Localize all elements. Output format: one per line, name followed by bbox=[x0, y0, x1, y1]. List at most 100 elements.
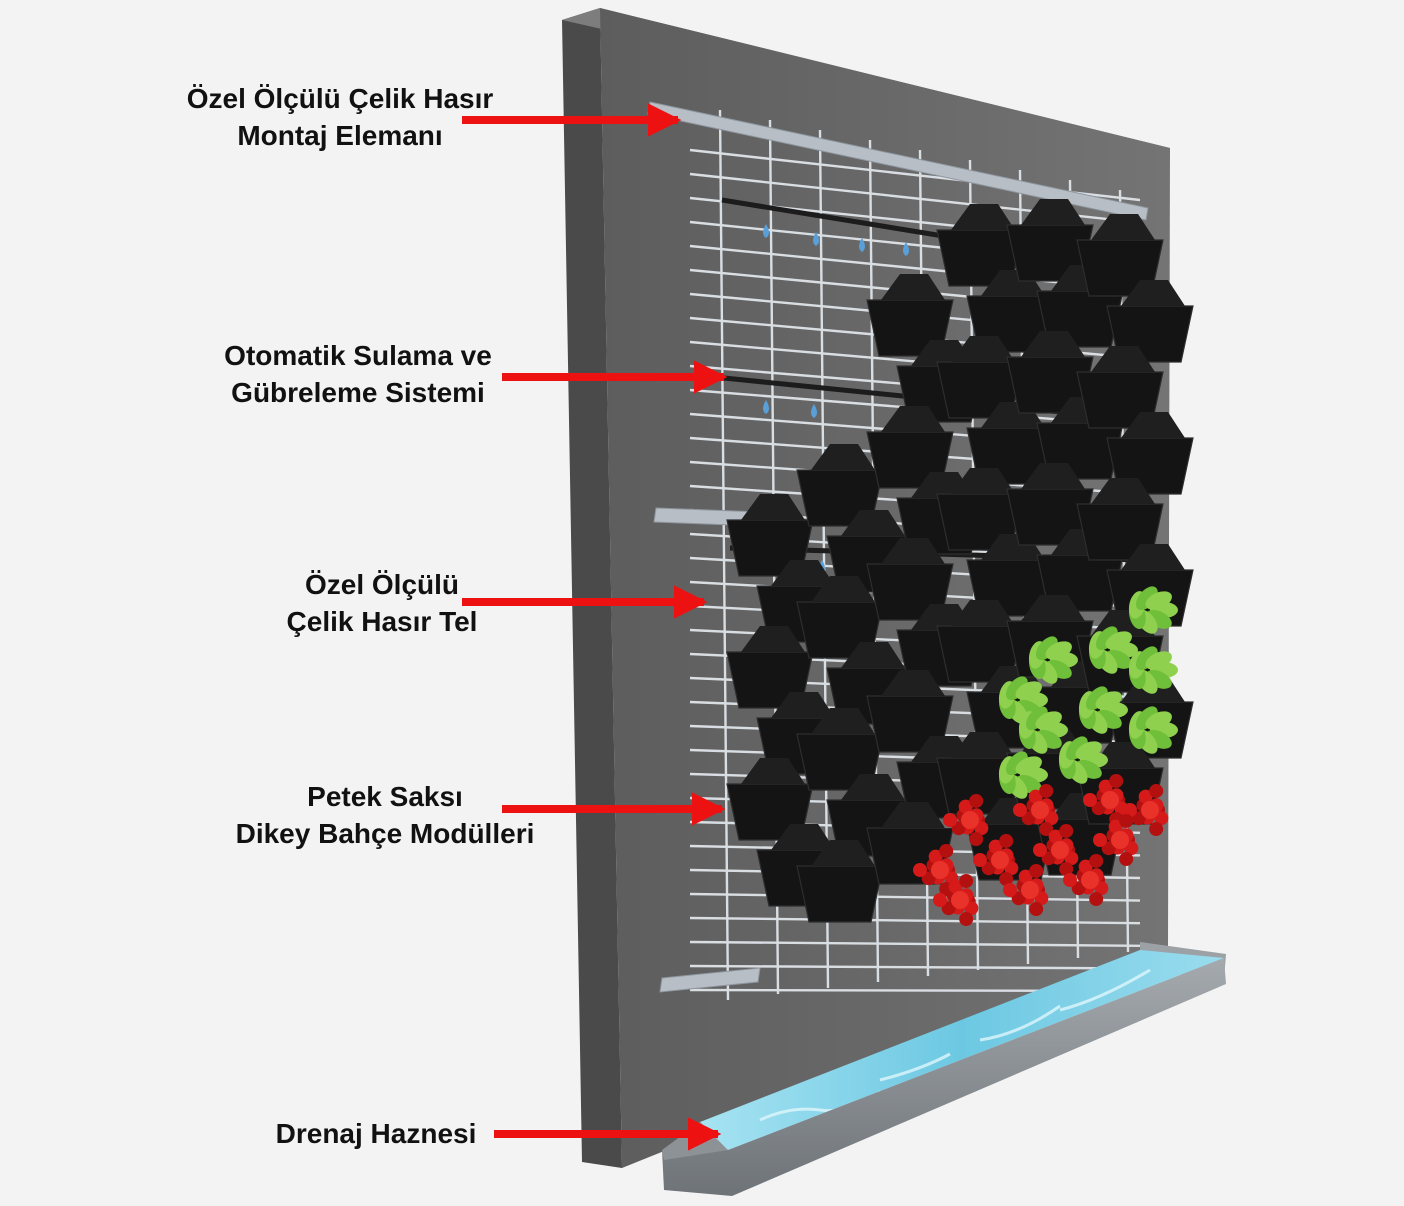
water-drop-icon bbox=[903, 242, 909, 256]
red-flower bbox=[1094, 881, 1109, 896]
planter-pot-top bbox=[771, 824, 835, 850]
red-flower bbox=[1081, 871, 1099, 889]
red-flower bbox=[1101, 791, 1119, 809]
red-flower bbox=[1124, 841, 1139, 856]
red-flower bbox=[1003, 883, 1017, 897]
water-drop-icon bbox=[763, 224, 769, 238]
red-flower bbox=[913, 863, 927, 877]
red-flower bbox=[961, 811, 979, 829]
planter-pot-top bbox=[1021, 595, 1085, 621]
red-flower bbox=[1041, 851, 1056, 866]
red-flower bbox=[1029, 902, 1044, 917]
label-mesh: Özel Ölçülü Çelik Hasır Tel bbox=[286, 569, 478, 637]
red-flower bbox=[1044, 811, 1059, 826]
green-plant-leaf bbox=[1145, 651, 1172, 670]
green-plant-leaf bbox=[1135, 706, 1158, 731]
red-flower bbox=[999, 872, 1014, 887]
red-flower bbox=[1064, 851, 1079, 866]
red-flower bbox=[943, 813, 957, 827]
planter-pot-top bbox=[741, 626, 805, 652]
bottom-rail bbox=[659, 967, 761, 993]
planter-pot-top bbox=[841, 642, 905, 668]
wall-side bbox=[562, 8, 622, 1168]
mesh-horizontal-wire bbox=[689, 916, 1141, 925]
red-flower bbox=[1091, 801, 1106, 816]
red-flower bbox=[1004, 861, 1019, 876]
red-flower bbox=[973, 853, 987, 867]
planter-pot-top bbox=[1091, 214, 1155, 240]
red-flower bbox=[981, 861, 996, 876]
red-flower bbox=[951, 821, 966, 836]
water-drop-icon bbox=[763, 400, 769, 414]
red-flower bbox=[1138, 789, 1153, 804]
red-flower bbox=[1083, 793, 1097, 807]
planter-pot-top bbox=[741, 758, 805, 784]
green-plant-leaf bbox=[1135, 646, 1158, 671]
red-flower bbox=[1071, 881, 1086, 896]
green-plant-leaf bbox=[1065, 736, 1088, 761]
red-flower bbox=[999, 833, 1014, 848]
red-flower bbox=[1149, 783, 1164, 798]
red-flower bbox=[988, 839, 1003, 854]
green-plant-leaf bbox=[1015, 681, 1042, 700]
red-flower bbox=[969, 832, 984, 847]
red-flower bbox=[1111, 831, 1129, 849]
planter-pot-top bbox=[811, 840, 875, 866]
planter-pot-top bbox=[881, 538, 945, 564]
planter-pot-top bbox=[1021, 463, 1085, 489]
planter-pot-top bbox=[1121, 280, 1185, 306]
water-drop-icon bbox=[859, 238, 865, 252]
red-flower bbox=[1029, 863, 1044, 878]
water-drop-icon bbox=[813, 232, 819, 246]
red-flower bbox=[1011, 891, 1026, 906]
red-flower bbox=[1093, 833, 1107, 847]
green-plant-leaf bbox=[1075, 741, 1102, 760]
green-plant-leaf bbox=[1005, 676, 1028, 701]
red-flower bbox=[1051, 841, 1069, 859]
red-flower bbox=[1018, 869, 1033, 884]
red-flower bbox=[1048, 829, 1063, 844]
red-flower bbox=[959, 912, 974, 927]
green-plant-leaf bbox=[1095, 691, 1122, 710]
planter-pot-top bbox=[771, 692, 835, 718]
red-flower bbox=[1154, 811, 1169, 826]
red-flower bbox=[1089, 853, 1104, 868]
red-flower bbox=[933, 893, 947, 907]
red-flower bbox=[1101, 841, 1116, 856]
planter-pot-top bbox=[951, 204, 1015, 230]
green-plant-leaf bbox=[1145, 591, 1172, 610]
tray-front bbox=[662, 958, 1226, 1196]
red-flower bbox=[948, 879, 963, 894]
green-plant-leaf bbox=[1025, 706, 1048, 731]
planter-pot-top bbox=[951, 468, 1015, 494]
green-plant-leaf bbox=[1035, 711, 1062, 730]
red-flower bbox=[1013, 803, 1027, 817]
red-flower bbox=[1059, 823, 1074, 838]
planter-pot-top bbox=[881, 406, 945, 432]
red-flower bbox=[1028, 789, 1043, 804]
planter-pot-top bbox=[881, 802, 945, 828]
red-flower bbox=[1039, 783, 1054, 798]
planter-pot-top bbox=[951, 336, 1015, 362]
callout-arrows bbox=[462, 103, 728, 1151]
red-flower bbox=[941, 901, 956, 916]
label-irrigation: Otomatik Sulama ve Gübreleme Sistemi bbox=[224, 340, 492, 408]
planter-pot-top bbox=[881, 274, 945, 300]
planter-pot-top bbox=[811, 576, 875, 602]
green-plant-leaf bbox=[1015, 756, 1042, 775]
red-flower bbox=[1119, 813, 1134, 828]
red-flower bbox=[921, 871, 936, 886]
label-modules: Petek Saksı Dikey Bahçe Modülleri bbox=[235, 781, 535, 849]
planter-pot-top bbox=[811, 444, 875, 470]
planter-pot-top bbox=[881, 670, 945, 696]
red-flower bbox=[974, 821, 989, 836]
red-flower bbox=[1108, 819, 1123, 834]
red-flower bbox=[1123, 803, 1137, 817]
planter-pot-top bbox=[951, 600, 1015, 626]
planter-pot-top bbox=[811, 708, 875, 734]
planter-pot-top bbox=[1091, 478, 1155, 504]
red-flower bbox=[1033, 843, 1047, 857]
red-flower bbox=[1021, 811, 1036, 826]
planter-pot bbox=[796, 865, 884, 923]
